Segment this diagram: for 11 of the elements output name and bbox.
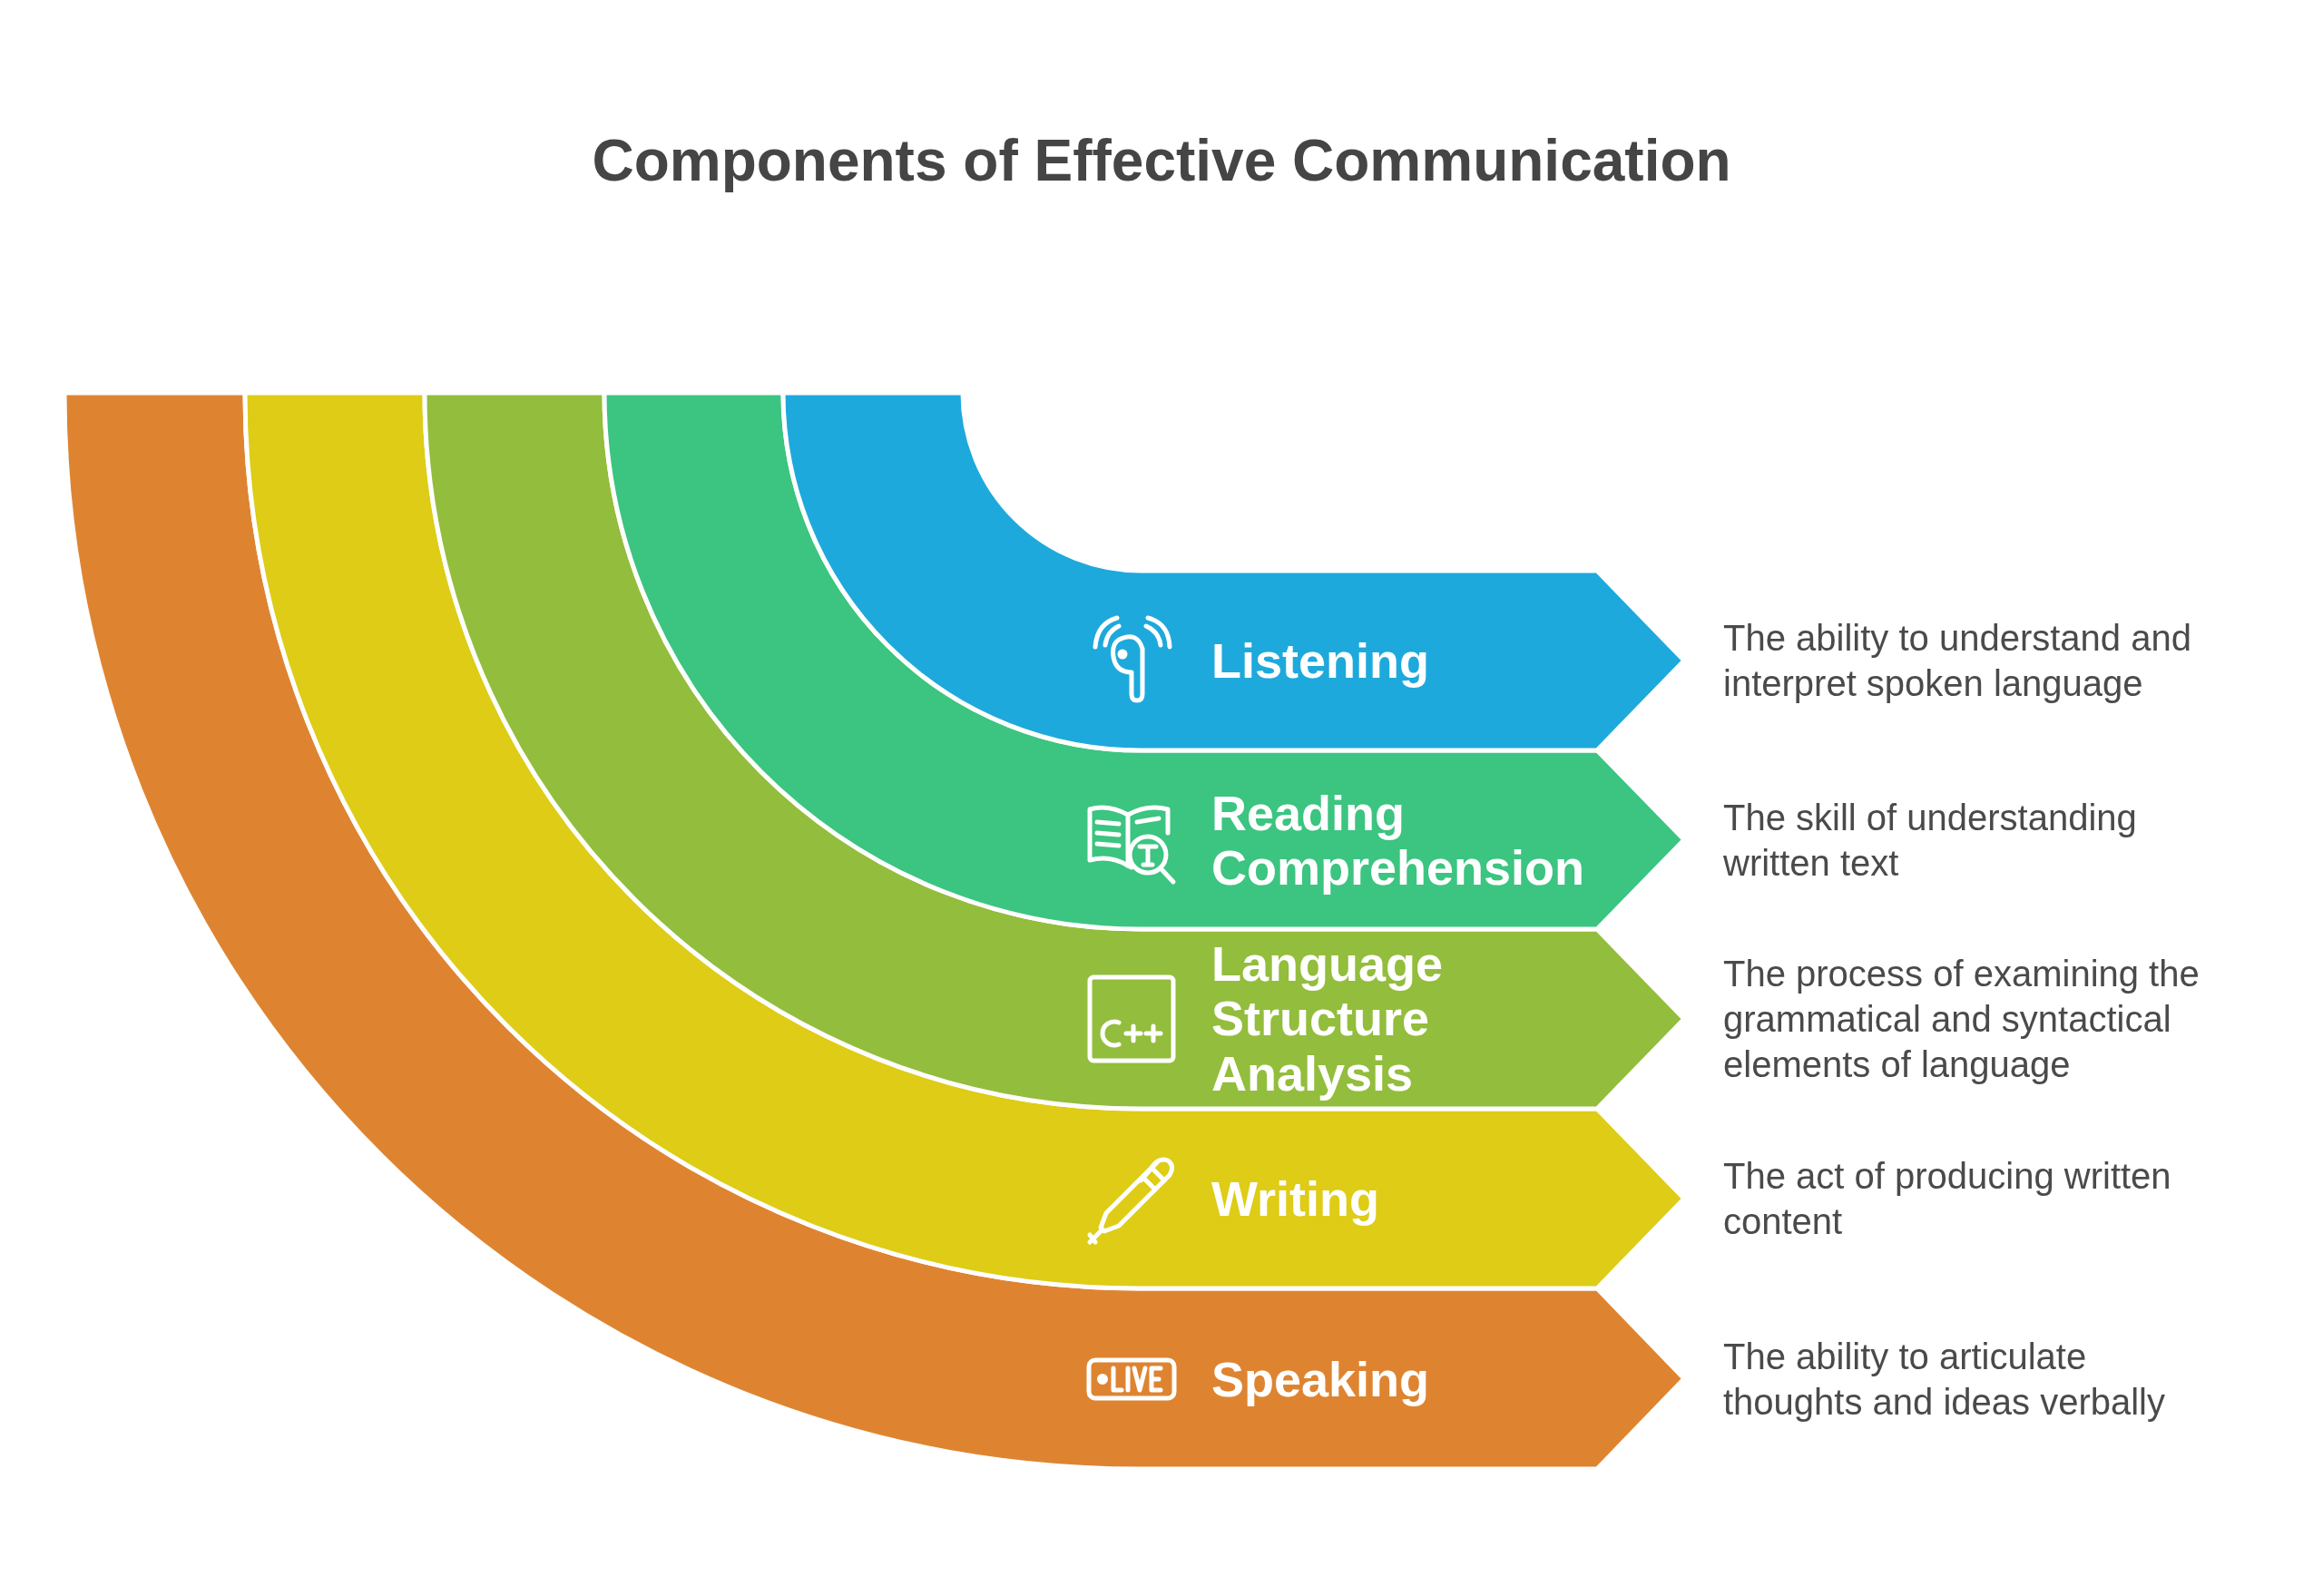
- band-label: Language Structure Analysis: [1211, 936, 1445, 1102]
- band-label: Listening: [1211, 632, 1430, 689]
- description-text: The ability to articulate thoughts and ideas verbally: [1723, 1335, 2166, 1424]
- diagram-title: Components of Effective Communication: [592, 127, 1731, 194]
- description-text: The ability to understand and interpret spoken language: [1723, 617, 2192, 705]
- description-text: The skill of understanding written text: [1723, 796, 2138, 885]
- description-text: The act of producing written content: [1723, 1155, 2172, 1243]
- band-label: Speaking: [1211, 1351, 1431, 1406]
- band-label: Reading Comprehension: [1211, 785, 1586, 895]
- description-text: The process of examining the grammatical and syntactical elements of language: [1723, 953, 2200, 1086]
- band-label: Writing: [1211, 1170, 1380, 1227]
